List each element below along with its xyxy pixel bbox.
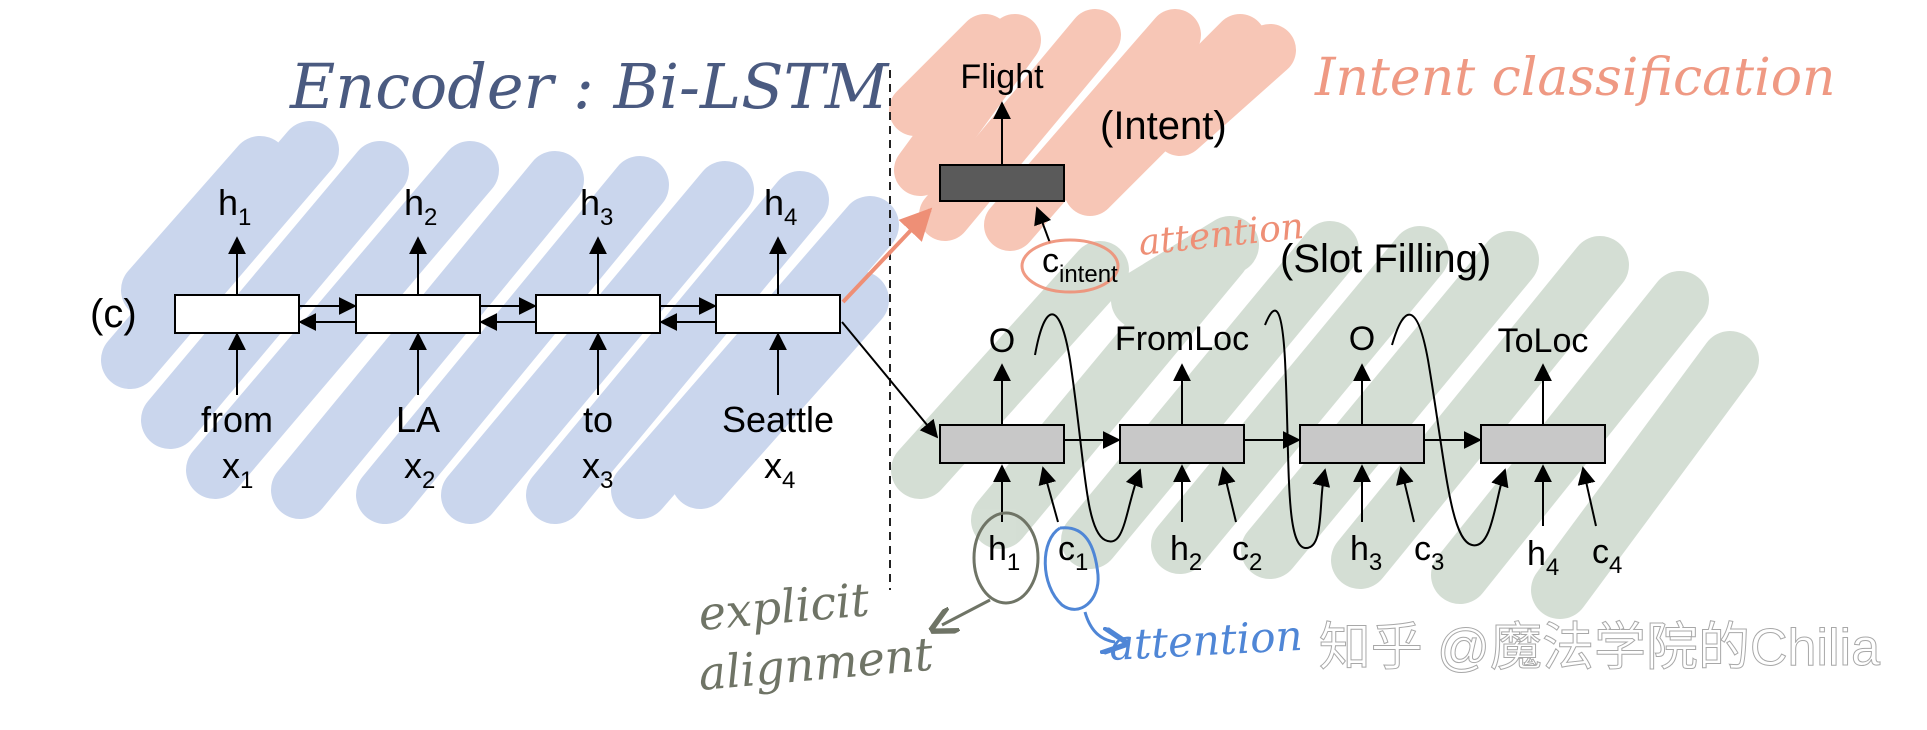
intent-decoder [841, 101, 1120, 304]
slot-context-arrow-1 [1038, 466, 1059, 523]
encoder-word-3: to [583, 399, 613, 440]
slot-context-label-2: c2 [1232, 530, 1262, 576]
slot-context-arrow-3 [1396, 466, 1415, 523]
slot-context-arrow-4 [1577, 466, 1597, 527]
slot-feedback-curve-3 [1391, 313, 1509, 547]
slot-cell-2 [1119, 424, 1245, 464]
intent-classification-note: Intent classification [1314, 48, 1836, 108]
slot-output-label-1: O [989, 322, 1015, 360]
slot-feedback-curve-1 [1034, 313, 1143, 543]
encoder-cell-3 [535, 294, 661, 334]
encoder-cell-2 [355, 294, 481, 334]
intent-cell [939, 164, 1065, 202]
encoder-cell-4 [715, 294, 841, 334]
slot-cell-1 [939, 424, 1065, 464]
attention-note-bottom: attention [1108, 611, 1304, 670]
c1-attention-circle [1043, 526, 1100, 611]
slot-output-label-2: FromLoc [1115, 320, 1249, 358]
slot-feedback-curve-2 [1264, 309, 1331, 550]
slot-filling-label: (Slot Filling) [1280, 237, 1491, 281]
encoder-hidden-label-4: h4 [764, 182, 797, 231]
slot-hidden-label-1: h1 [988, 530, 1020, 576]
intent-context-arrow [1034, 206, 1052, 244]
explicit-alignment-note-line1: explicit [696, 572, 872, 641]
slot-hidden-label-4: h4 [1527, 535, 1559, 581]
watermark: 知乎 @魔法学院的Chilia [1319, 619, 1880, 677]
h1-alignment-circle [972, 511, 1040, 605]
encoder-to-intent-arrow [841, 207, 933, 304]
encoder-input-label-1: x1 [222, 445, 253, 494]
attention-pointer [1083, 611, 1115, 642]
intent-context-label: cintent [1042, 242, 1118, 288]
intent-context-circle [1020, 238, 1120, 294]
slot-output-label-3: O [1349, 320, 1375, 358]
slot-cell-4 [1480, 424, 1606, 464]
slot-cell-3 [1299, 424, 1425, 464]
slot-output-label-4: ToLoc [1498, 322, 1589, 360]
slot-hidden-label-3: h3 [1350, 530, 1382, 576]
encoder-to-slot-arrow [841, 321, 939, 439]
encoder-hidden-label-2: h2 [404, 182, 437, 231]
slot-context-arrow-2 [1218, 466, 1237, 523]
encoder-word-1: from [201, 399, 273, 440]
encoder-hidden-label-1: h1 [218, 182, 251, 231]
panel-label: (c) [90, 292, 137, 336]
intent-output-label: Flight [960, 58, 1044, 96]
slot-hidden-label-2: h2 [1170, 530, 1202, 576]
encoder-bilstm: (c) [90, 236, 841, 395]
encoder-input-label-2: x2 [404, 445, 435, 494]
encoder-hidden-label-3: h3 [580, 182, 613, 231]
alignment-pointer [942, 598, 991, 625]
slot-context-label-3: c3 [1414, 530, 1444, 576]
encoder-cell-1 [174, 294, 300, 334]
encoder-input-label-4: x4 [764, 445, 795, 494]
slot-context-label-1: c1 [1058, 530, 1088, 576]
encoder-word-4: Seattle [722, 399, 834, 440]
intent-label: (Intent) [1100, 104, 1227, 148]
slot-context-label-4: c4 [1592, 533, 1622, 579]
encoder-title: Encoder : Bi-LSTM [289, 50, 890, 123]
encoder-input-label-3: x3 [582, 445, 613, 494]
slot-decoder [841, 309, 1606, 642]
encoder-word-2: LA [396, 399, 440, 440]
